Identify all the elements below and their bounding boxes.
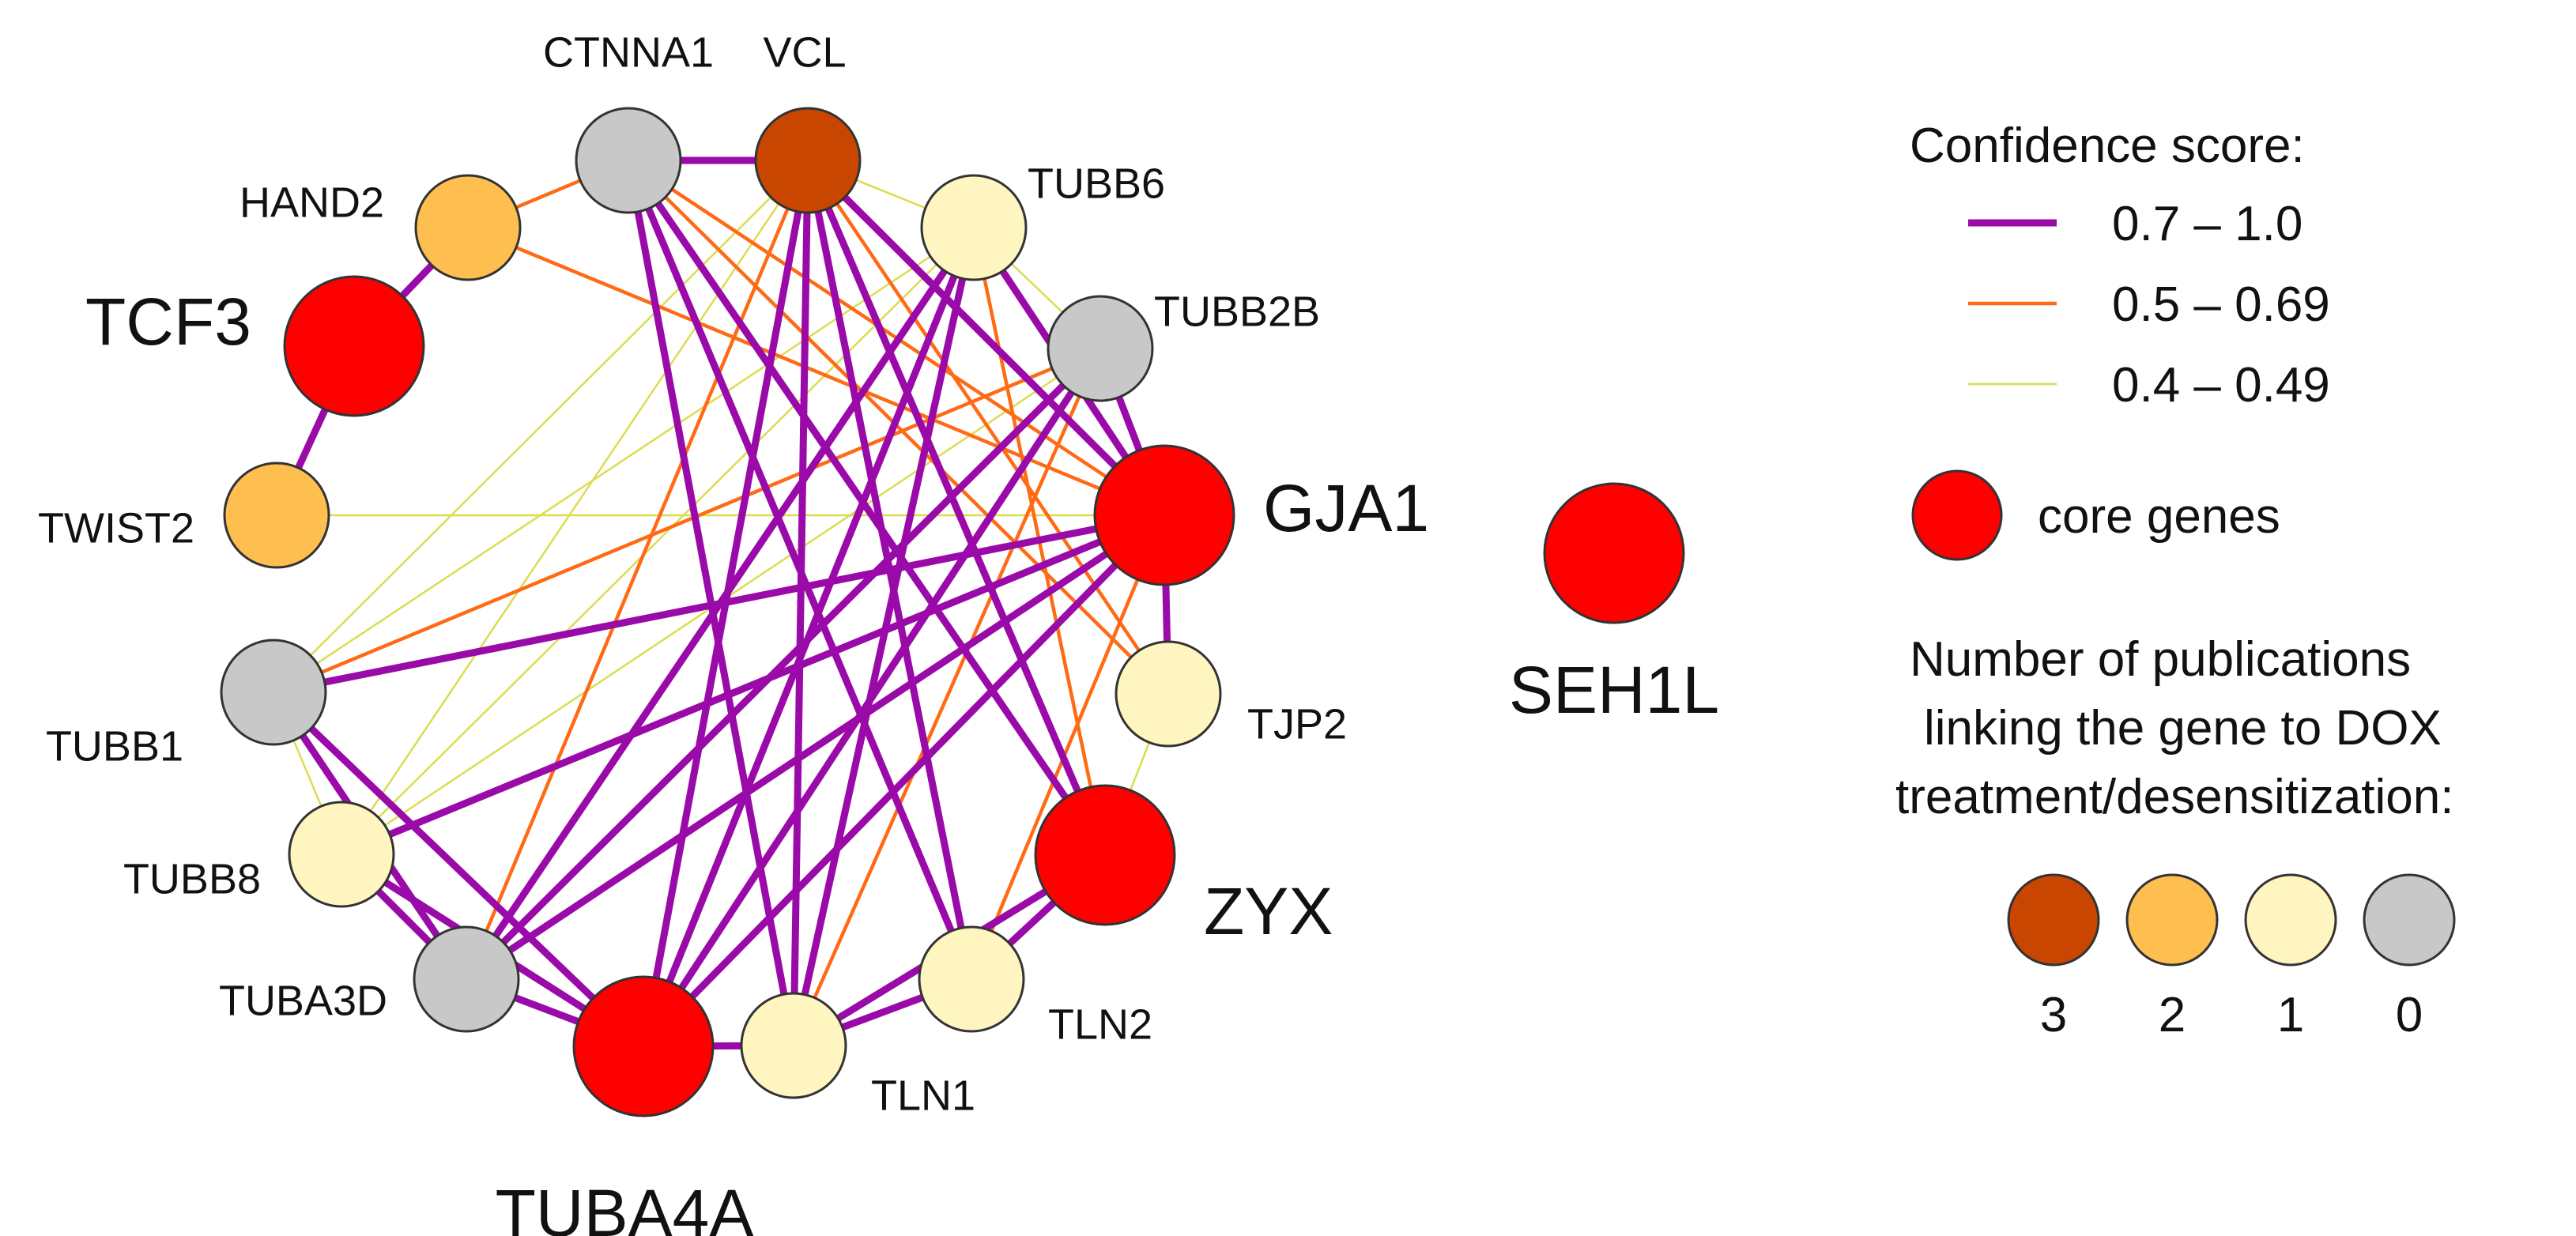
node-label-ctnna1: CTNNA1: [543, 28, 714, 76]
legend-publications-title-line-2: linking the gene to DOX: [1924, 701, 2442, 756]
legend-pub-1-label: 1: [2277, 988, 2304, 1042]
edge-vcl-tubb1: [272, 159, 809, 694]
legend: Confidence score: 0.7 – 1.0 0.5 – 0.69 0…: [1895, 119, 2456, 1042]
node-label-tln2: TLN2: [1048, 1000, 1152, 1048]
node-tuba4a: [572, 975, 715, 1117]
node-tjp2: [1115, 640, 1222, 748]
node-hand2: [414, 174, 522, 281]
node-label-tubb8: TUBB8: [123, 855, 261, 903]
node-label-tln1: TLN1: [871, 1072, 975, 1119]
node-layer: [220, 107, 1685, 1117]
node-tubb2b: [1047, 295, 1154, 402]
edge-tubb6-tuba3d: [462, 224, 978, 983]
edge-tubb6-tubb8: [340, 226, 975, 856]
node-vcl: [754, 107, 862, 214]
legend-core-gene-label: core genes: [2038, 489, 2280, 544]
edge-vcl-tuba3d: [464, 158, 810, 982]
legend-edge-mid-label: 0.5 – 0.69: [2112, 277, 2330, 332]
node-label-tubb1: TUBB1: [46, 722, 183, 770]
node-ctnna1: [575, 107, 682, 214]
node-label-tjp2: TJP2: [1247, 700, 1347, 748]
node-label-gja1: GJA1: [1263, 471, 1429, 545]
node-tcf3: [283, 275, 425, 417]
edge-tubb2b-tuba3d: [462, 345, 1104, 983]
edge-layer: [270, 156, 1172, 1050]
edge-gja1-tln2: [969, 513, 1167, 982]
node-label-seh1l: SEH1L: [1509, 653, 1719, 727]
legend-edge-high-label: 0.7 – 1.0: [2112, 197, 2303, 251]
edge-tuba4a-tubb1: [270, 688, 647, 1050]
legend-pub-2-swatch: [2125, 873, 2219, 967]
node-zyx: [1034, 784, 1176, 926]
node-tubb8: [288, 801, 395, 908]
legend-pub-2-label: 2: [2159, 988, 2186, 1042]
edge-vcl-gja1: [804, 156, 1168, 519]
node-label-tcf3: TCF3: [85, 285, 251, 359]
node-gja1: [1093, 444, 1235, 586]
edge-vcl-tubb8: [340, 159, 809, 856]
legend-pub-3-swatch: [2007, 873, 2100, 967]
edge-tubb6-tln1: [790, 224, 978, 1049]
node-label-vcl: VCL: [763, 28, 846, 76]
edge-tubb2b-tubb1: [271, 346, 1103, 695]
node-label-zyx: ZYX: [1204, 874, 1333, 948]
node-tuba3d: [413, 925, 520, 1033]
legend-confidence-title: Confidence score:: [1910, 119, 2305, 173]
node-tln2: [918, 925, 1025, 1033]
edge-gja1-tubb8: [338, 511, 1168, 858]
node-label-tubb2b: TUBB2B: [1154, 288, 1320, 335]
edge-vcl-zyx: [804, 156, 1109, 859]
legend-pub-0-swatch: [2363, 873, 2456, 967]
edge-vcl-tln1: [790, 156, 812, 1049]
node-tubb1: [220, 639, 327, 746]
node-label-twist2: TWIST2: [38, 504, 194, 552]
legend-pub-1-swatch: [2244, 873, 2337, 967]
legend-publications-title-line-1: Number of publications: [1910, 632, 2411, 687]
legend-pub-3-label: 3: [2040, 988, 2067, 1042]
node-label-tubb6: TUBB6: [1028, 160, 1165, 207]
legend-pub-0-label: 0: [2396, 988, 2423, 1042]
node-label-tuba4a: TUBA4A: [496, 1176, 754, 1236]
legend-core-gene-swatch: [1911, 469, 2003, 561]
node-label-hand2: HAND2: [239, 179, 384, 226]
node-tln1: [740, 992, 847, 1099]
legend-edge-low-label: 0.4 – 0.49: [2112, 358, 2330, 413]
legend-publications-title-line-3: treatment/desensitization:: [1895, 770, 2454, 824]
edge-tubb6-tubb1: [272, 226, 975, 694]
node-seh1l: [1543, 482, 1685, 624]
edge-gja1-tuba3d: [462, 511, 1168, 983]
edge-ctnna1-zyx: [624, 156, 1109, 859]
edge-vcl-tjp2: [805, 158, 1171, 696]
node-tubb6: [920, 174, 1028, 281]
edge-gja1-tuba4a: [639, 511, 1168, 1050]
edge-tubb2b-tln1: [791, 346, 1103, 1048]
node-label-tuba3d: TUBA3D: [219, 977, 387, 1024]
edge-hand2-gja1: [466, 225, 1167, 518]
node-twist2: [223, 462, 330, 569]
